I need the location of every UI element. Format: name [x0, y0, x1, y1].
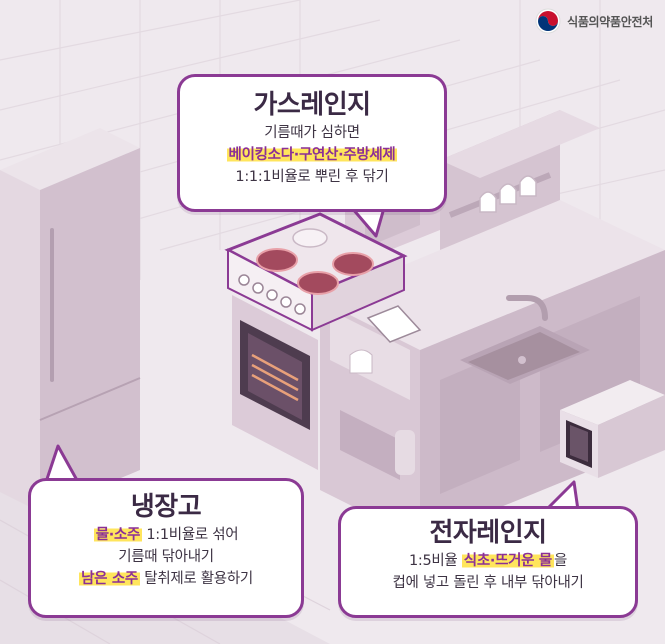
- microwave-line1-prefix: 1:5비율: [408, 552, 462, 569]
- refrigerator-line3: 남은 소주 탈취제로 활용하기: [31, 568, 301, 590]
- refrigerator-line2: 기름때 닦아내기: [118, 548, 214, 565]
- microwave-line1-suffix: 을: [553, 552, 568, 569]
- gas-range-line2: 베이킹소다·구연산·주방세제: [180, 144, 444, 166]
- gas-range-callout: 가스레인지 기름때가 심하면 베이킹소다·구연산·주방세제 1:1:1비율로 뿌…: [177, 74, 447, 212]
- cutting-board: [366, 305, 422, 343]
- taegeuk-emblem-icon: [535, 8, 561, 34]
- refrigerator: [0, 128, 141, 512]
- microwave: [560, 380, 665, 478]
- gas-stove: [224, 212, 408, 470]
- refrigerator-line1-rest: 1:1비율로 섞어: [142, 526, 239, 543]
- refrigerator-highlight-2: 남은 소주: [79, 571, 140, 588]
- sink: [460, 295, 590, 384]
- refrigerator-line1: 물·소주 1:1비율로 섞어: [31, 524, 301, 546]
- refrigerator-callout: 냉장고 물·소주 1:1비율로 섞어 기름때 닦아내기 남은 소주 탈취제로 활…: [28, 478, 304, 618]
- refrigerator-highlight-1: 물·소주: [93, 526, 143, 543]
- gas-range-highlight: 베이킹소다·구연산·주방세제: [226, 146, 398, 163]
- gas-range-line3: 1:1:1비율로 뿌린 후 닦기: [235, 169, 389, 186]
- gas-range-title: 가스레인지: [253, 90, 371, 120]
- microwave-line2: 컵에 넣고 돌린 후 내부 닦아내기: [392, 574, 584, 591]
- brand-name: 식품의약품안전처: [567, 14, 653, 29]
- gas-range-line1: 기름때가 심하면: [264, 124, 360, 141]
- refrigerator-title: 냉장고: [130, 492, 202, 522]
- microwave-title: 전자레인지: [429, 518, 547, 548]
- microwave-highlight: 식초·뜨거운 물: [461, 552, 554, 569]
- brand-logo: 식품의약품안전처: [535, 8, 653, 34]
- counter: [320, 200, 665, 540]
- refrigerator-line3-rest: 탈취제로 활용하기: [139, 571, 253, 588]
